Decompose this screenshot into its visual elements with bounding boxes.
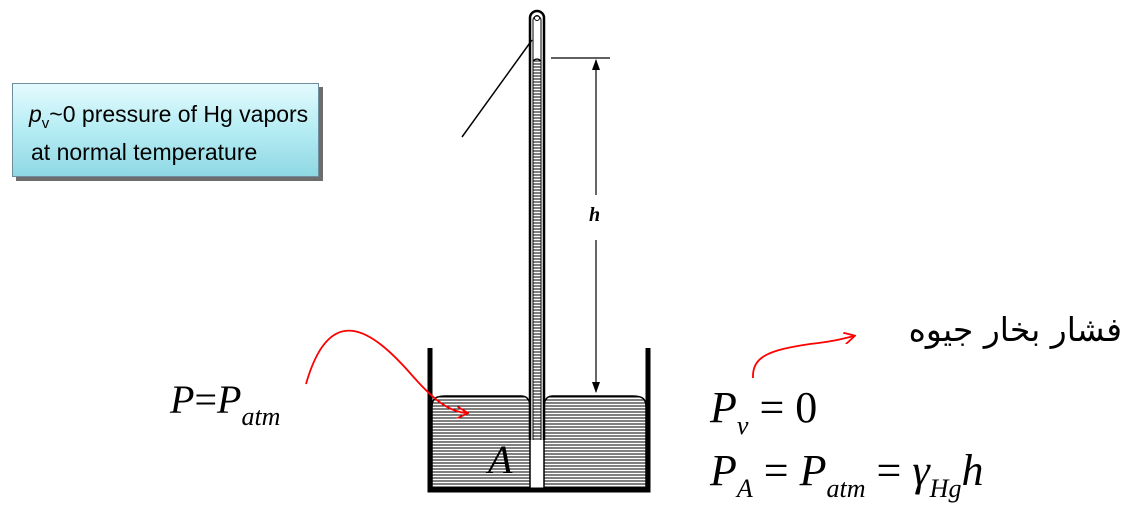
eq-pa-symbol: P [710, 446, 737, 495]
eq-patm-symbol: P [217, 377, 242, 422]
vapor-pressure-callout: pv~0 pressure of Hg vapors at normal tem… [12, 83, 319, 177]
eq-a-subscript: A [736, 474, 753, 503]
eq-v-subscript: v [736, 411, 749, 440]
eq-pv-symbol: P [710, 383, 737, 432]
height-arrowhead-bottom [592, 382, 600, 393]
tube-top-bulb [534, 15, 540, 21]
mercury-column [533, 60, 541, 440]
reservoir-wall [427, 348, 651, 493]
eq-pv-equals: = [759, 383, 785, 432]
eq-p-symbol: P [170, 377, 195, 422]
surface-point-label: A [488, 437, 513, 482]
vapor-pressure-label-persian: فشار بخار جیوه [908, 310, 1122, 349]
red-arrow-to-surface [305, 329, 467, 413]
callout-pv-symbol: p [29, 101, 42, 127]
red-arrow-to-label [752, 336, 854, 379]
eq-gamma-symbol: γ [912, 446, 930, 495]
eq-h-symbol: h [961, 446, 984, 495]
equation-pa-hydrostatic: PA = Patm = γHgh [710, 445, 983, 504]
equation-p-equals-patm: P=Patm [170, 376, 280, 432]
callout-line-2: at normal temperature [31, 139, 258, 165]
eq-pa-atm-subscript: atm [826, 474, 866, 503]
eq-pa-equals-2: = [876, 446, 902, 495]
callout-leader-line [461, 39, 533, 138]
eq-pv-value: 0 [795, 383, 818, 432]
eq-atm-subscript: atm [241, 402, 281, 431]
eq-hg-subscript: Hg [929, 474, 962, 503]
callout-line-1-text: ~0 pressure of Hg vapors [49, 101, 309, 127]
barometer-tube [528, 9, 546, 440]
height-label: h [589, 204, 601, 226]
eq-equals: = [194, 377, 217, 422]
callout-pv-subscript: v [41, 115, 50, 132]
callout-line-1: pv~0 pressure of Hg vapors [29, 100, 318, 138]
equation-pv-equals-zero: Pv = 0 [710, 382, 817, 441]
height-arrowhead-top [592, 59, 600, 70]
eq-pa-patm-symbol: P [799, 446, 827, 495]
tube-outline [528, 9, 546, 440]
mercury-meniscus [532, 58, 542, 62]
height-dimension [551, 57, 610, 393]
eq-pa-equals-1: = [763, 446, 789, 495]
